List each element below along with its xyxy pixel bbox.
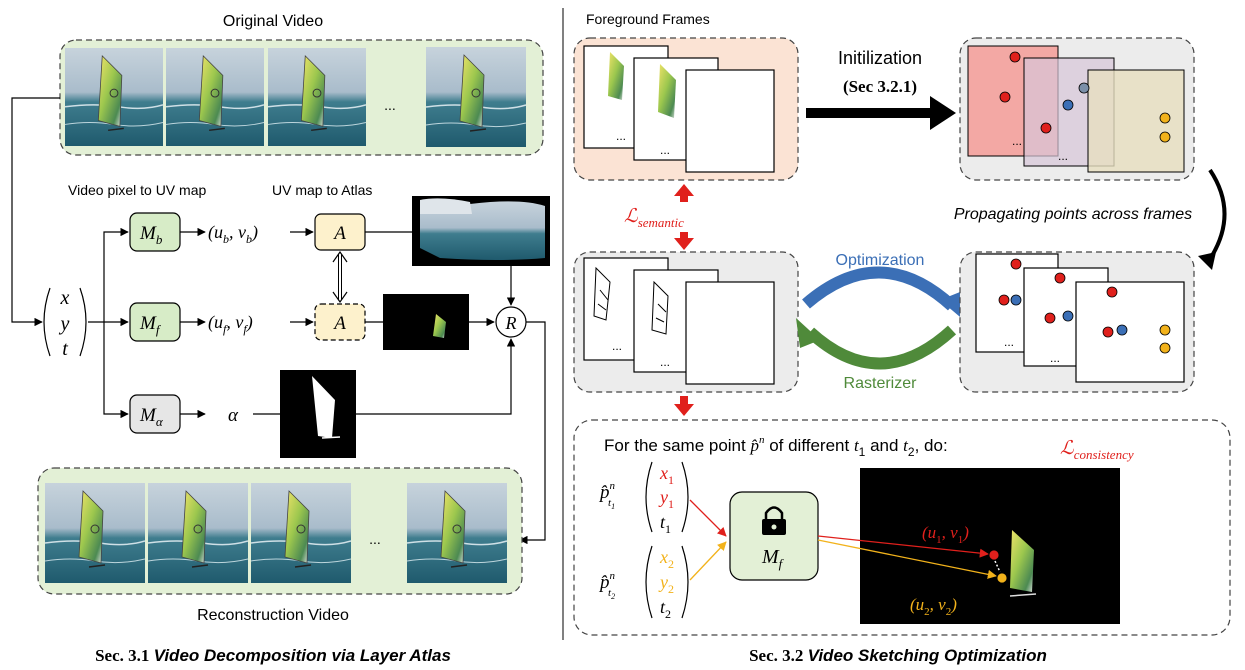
- propagate-arrow: [1206, 168, 1227, 264]
- recon-frame-1: [45, 483, 145, 583]
- original-frame-4: [425, 47, 527, 147]
- svg-text:...: ...: [612, 339, 622, 353]
- sketch-frame-3: [685, 281, 775, 385]
- svg-text:...: ...: [1058, 149, 1068, 163]
- rasterizer-label: Rasterizer: [844, 375, 918, 392]
- init-frame-3: [1087, 69, 1185, 173]
- render-label: R: [505, 313, 517, 333]
- atlas-background-label: A: [332, 223, 346, 244]
- svg-text:...: ...: [616, 129, 626, 143]
- locked-mf-label: Mf: [761, 546, 785, 571]
- p1-y: y1: [658, 487, 674, 511]
- semantic-loss: ℒsemantic: [624, 206, 684, 230]
- foreground-frames-label: Foreground Frames: [586, 11, 710, 27]
- optimization-label: Optimization: [836, 252, 925, 269]
- p2-t: t2: [660, 597, 671, 621]
- reconstruction-label: Reconstruction Video: [197, 607, 349, 624]
- rasterizer-arrow: [805, 325, 957, 370]
- svg-text:...: ...: [660, 355, 670, 369]
- original-frame-1: [65, 47, 163, 147]
- video-pixel-to-uv-label: Video pixel to UV map: [68, 182, 206, 198]
- mf-label: Mf: [139, 313, 162, 337]
- branch-to-mb: [88, 227, 129, 323]
- consistency-atlas-image: [860, 468, 1120, 624]
- init-arrow: [806, 96, 956, 130]
- uv1-point: [988, 549, 1000, 561]
- ma-output: α: [228, 405, 239, 426]
- svg-text:...: ...: [1004, 335, 1014, 349]
- uv2-label: (u2, v2): [910, 595, 957, 618]
- fg-frame-3: [685, 69, 775, 173]
- ma-label: Mα: [139, 405, 164, 429]
- consistency-down-arrow: [674, 396, 694, 416]
- atlas-foreground-label: A: [332, 313, 346, 334]
- input-connector: [11, 97, 60, 327]
- input-right-paren: [79, 287, 87, 357]
- left-caption: Sec. 3.1 Video Decomposition via Layer A…: [95, 646, 451, 665]
- p2-y: y2: [658, 572, 674, 596]
- semantic-up-arrow: [674, 184, 694, 202]
- svg-text:...: ...: [660, 143, 670, 157]
- consistency-description: For the same point p̂n of different t1 a…: [604, 434, 948, 459]
- original-frame-2: [166, 47, 264, 147]
- semantic-down-arrow: [674, 232, 694, 250]
- input-y: y: [59, 313, 70, 335]
- p1-x: x1: [659, 463, 674, 487]
- recon-frame-2: [148, 483, 248, 583]
- p1-t: t1: [660, 512, 671, 536]
- original-ellipsis: ...: [384, 97, 396, 113]
- optimization-arrow: [802, 266, 957, 311]
- foreground-atlas-image: [383, 294, 469, 350]
- mf-output: (uf, vf): [208, 312, 253, 336]
- recon-ellipsis: ...: [369, 531, 381, 547]
- render-to-reconstruction: [519, 321, 546, 545]
- mb-output: (ub, vb): [208, 222, 258, 246]
- original-frame-3: [268, 47, 366, 147]
- input-t: t: [62, 338, 68, 360]
- init-sec: (Sec 3.2.1): [843, 77, 917, 96]
- init-label: Initilization: [838, 48, 922, 68]
- input-x: x: [60, 287, 70, 309]
- uv2-point: [996, 572, 1008, 584]
- svg-text:...: ...: [1012, 134, 1022, 148]
- propagating-label: Propagating points across frames: [954, 206, 1192, 223]
- consistency-loss: ℒconsistency: [1060, 438, 1134, 462]
- mb-label: Mb: [139, 223, 163, 247]
- recon-frame-3: [251, 483, 351, 583]
- uv1-label: (u1, v1): [922, 523, 969, 546]
- original-video-label: Original Video: [223, 13, 323, 30]
- uv-to-atlas-label: UV map to Atlas: [272, 182, 372, 198]
- branch-to-ma: [103, 322, 129, 419]
- recon-frame-4: [406, 483, 508, 583]
- p2-x: x2: [659, 547, 674, 571]
- right-caption: Sec. 3.2 Video Sketching Optimization: [749, 646, 1047, 665]
- lock-icon: [762, 506, 786, 535]
- input-left-paren: [43, 287, 51, 357]
- svg-text:...: ...: [1050, 351, 1060, 365]
